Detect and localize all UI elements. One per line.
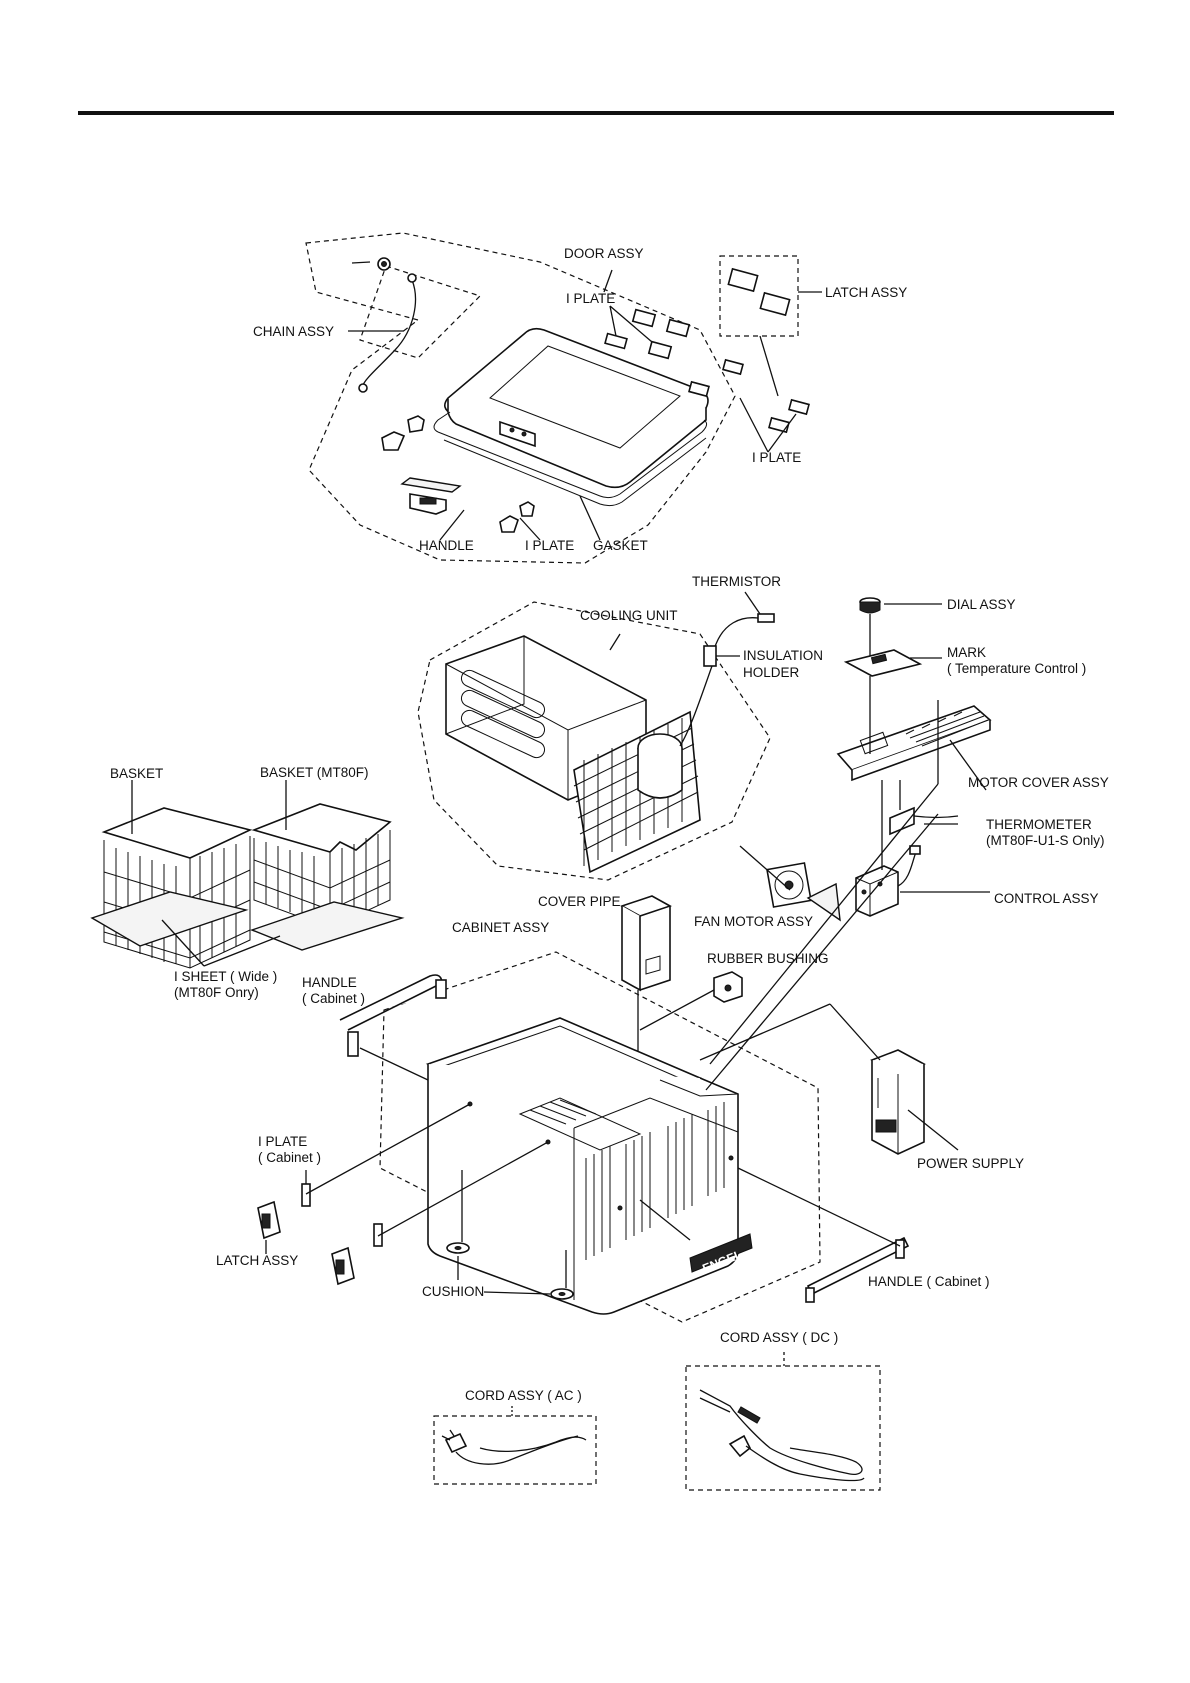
label-fan-motor-assy: FAN MOTOR ASSY — [694, 914, 813, 929]
label-i-sheet-1: I SHEET ( Wide ) — [174, 969, 277, 984]
label-cabinet-assy: CABINET ASSY — [452, 920, 549, 935]
label-mark-2: ( Temperature Control ) — [947, 661, 1086, 676]
handle-cabinet-right — [737, 1167, 910, 1303]
baskets-group — [90, 780, 405, 969]
label-i-plate-door: I PLATE — [525, 538, 574, 553]
label-gasket: GASKET — [593, 538, 648, 553]
door-panel — [433, 327, 709, 507]
handle-cabinet-left — [339, 974, 447, 1081]
cooling-unit-group — [417, 591, 841, 922]
label-insulation-holder-1: INSULATION — [743, 648, 823, 663]
basket-1 — [101, 807, 253, 969]
cushion-parts — [446, 1170, 574, 1300]
label-dial-assy: DIAL ASSY — [947, 597, 1016, 612]
label-chain-assy: CHAIN ASSY — [253, 324, 334, 339]
motor-cover-part — [836, 705, 992, 791]
i-sheet-1 — [90, 891, 249, 947]
condenser — [573, 710, 701, 874]
label-control-assy: CONTROL ASSY — [994, 891, 1099, 906]
dial-assy-part — [859, 597, 942, 660]
labels: DOOR ASSY I PLATE LATCH ASSY CHAIN ASSY … — [110, 246, 1109, 1403]
label-insulation-holder-2: HOLDER — [743, 665, 800, 680]
label-i-sheet-2: (MT80F Onry) — [174, 985, 259, 1000]
label-cooling-unit: COOLING UNIT — [580, 608, 678, 623]
label-power-supply: POWER SUPPLY — [917, 1156, 1024, 1171]
power-supply-part — [870, 1049, 959, 1155]
label-mark-1: MARK — [947, 645, 986, 660]
label-thermistor: THERMISTOR — [692, 574, 781, 589]
label-i-plate-top: I PLATE — [566, 291, 615, 306]
label-handle-cabinet-2: ( Cabinet ) — [302, 991, 365, 1006]
cord-assy-ac — [433, 1406, 597, 1485]
i-plate-cabinet-2 — [373, 1223, 383, 1247]
label-thermometer-1: THERMOMETER — [986, 817, 1092, 832]
label-cord-assy-dc: CORD ASSY ( DC ) — [720, 1330, 838, 1345]
chain-assy — [351, 257, 417, 393]
fan-motor-part — [766, 862, 841, 922]
header-rule — [78, 111, 1114, 115]
basket-2 — [251, 803, 392, 929]
cover-pipe-part — [620, 895, 672, 992]
rubber-bushing-part — [713, 971, 743, 1003]
cabinet-vents — [585, 1102, 725, 1260]
label-handle-door: HANDLE — [419, 538, 474, 553]
brand-badge: ENGEL — [689, 1233, 753, 1276]
control-group — [836, 597, 992, 917]
control-assy-part — [855, 845, 990, 917]
label-motor-cover-assy: MOTOR COVER ASSY — [968, 775, 1109, 790]
label-door-assy: DOOR ASSY — [564, 246, 644, 261]
label-thermometer-2: (MT80F-U1-S Only) — [986, 833, 1105, 848]
label-rubber-bushing: RUBBER BUSHING — [707, 951, 829, 966]
label-handle-cabinet-1: HANDLE — [302, 975, 357, 990]
label-i-plate-cabinet-1: I PLATE — [258, 1134, 307, 1149]
latch-assy-bottom-parts — [257, 1200, 355, 1286]
cabinet-group: ENGEL — [379, 895, 821, 1323]
label-i-plate-cabinet-2: ( Cabinet ) — [258, 1150, 321, 1165]
label-latch-assy-bottom: LATCH ASSY — [216, 1253, 298, 1268]
label-basket-mt80f: BASKET (MT80F) — [260, 765, 369, 780]
latch-assy-top-box — [719, 255, 799, 337]
label-latch-assy-top: LATCH ASSY — [825, 285, 907, 300]
label-cover-pipe: COVER PIPE — [538, 894, 621, 909]
label-cushion: CUSHION — [422, 1284, 484, 1299]
label-i-plate-right: I PLATE — [752, 450, 801, 465]
label-handle-cabinet-right: HANDLE ( Cabinet ) — [868, 1274, 990, 1289]
label-cord-assy-ac: CORD ASSY ( AC ) — [465, 1388, 582, 1403]
i-sheet-2 — [249, 901, 405, 951]
i-plate-cabinet-1 — [301, 1183, 311, 1207]
handle-door — [400, 477, 462, 515]
label-basket: BASKET — [110, 766, 163, 781]
cord-assy-dc — [685, 1365, 881, 1491]
door-assy-group — [305, 232, 822, 564]
mark-plate — [843, 649, 923, 677]
thermistor-part — [703, 613, 775, 667]
